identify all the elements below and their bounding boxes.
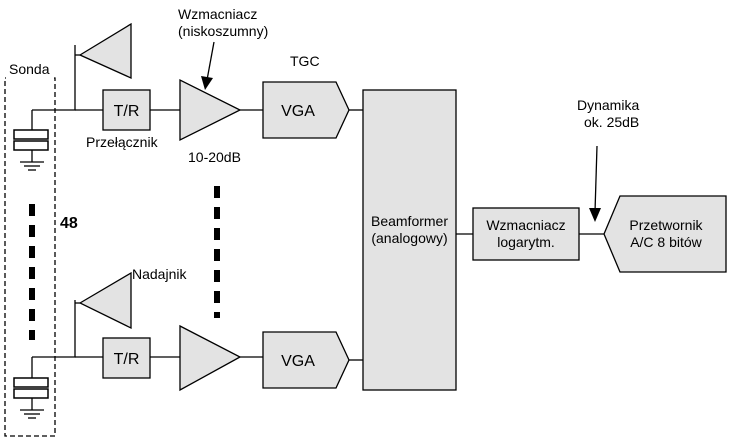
dynamics-label-line2: ok. 25dB	[584, 114, 639, 130]
dynamics-pointer-head	[589, 208, 601, 222]
tgc-label: TGC	[290, 53, 320, 69]
beamformer-label-line1: Beamformer	[371, 213, 448, 229]
adc-label-line2: A/C 8 bitów	[630, 234, 702, 250]
lna-pointer-head	[201, 76, 213, 90]
channel-count: 48	[60, 215, 78, 232]
probe-label: Sonda	[9, 61, 50, 77]
tr-switch-top	[102, 89, 151, 131]
log-amp-label-line1: Wzmacniacz	[486, 217, 565, 233]
transmitter-top	[78, 22, 132, 80]
probe-group: Sonda 48	[4, 60, 78, 437]
beamformer-label-line2: (analogowy)	[371, 230, 447, 246]
tr-switch-bottom	[102, 337, 151, 379]
tr-switch-bottom-label: T/R	[114, 351, 140, 368]
dynamics-label-line1: Dynamika	[577, 97, 639, 113]
vga-top-label: VGA	[281, 103, 315, 120]
beamformer-block	[362, 89, 457, 391]
channel-bottom: Nadajnik T/R VGA	[32, 266, 363, 392]
lna-top	[179, 78, 242, 142]
adc-block	[603, 195, 727, 273]
lna-bottom	[179, 324, 242, 392]
transducer-element-bottom	[13, 357, 49, 419]
lna-title-line1: Wzmacniacz	[178, 6, 257, 22]
dynamics-pointer	[594, 145, 598, 213]
tr-switch-top-label: T/R	[114, 103, 140, 120]
log-amp-label-line2: logarytm.	[497, 234, 555, 250]
wire-probe-bottom	[32, 300, 76, 358]
transmitter-bottom	[78, 271, 132, 330]
transmitter-label: Nadajnik	[132, 266, 187, 282]
lna-title-line2: (niskoszumny)	[178, 23, 268, 39]
vga-bottom	[262, 331, 350, 389]
lna-gain: 10-20dB	[188, 149, 241, 165]
channel-top: T/R Przełącznik 10-20dB Wzmacniacz (nisk…	[32, 6, 363, 165]
switch-caption: Przełącznik	[86, 134, 159, 150]
lna-pointer	[206, 41, 215, 81]
transducer-element-top	[13, 110, 49, 171]
adc-label-line1: Przetwornik	[629, 217, 703, 233]
log-amp-block	[472, 207, 580, 261]
vga-top	[262, 81, 350, 139]
vga-bottom-label: VGA	[281, 353, 315, 370]
probe-label-bg	[6, 60, 54, 80]
